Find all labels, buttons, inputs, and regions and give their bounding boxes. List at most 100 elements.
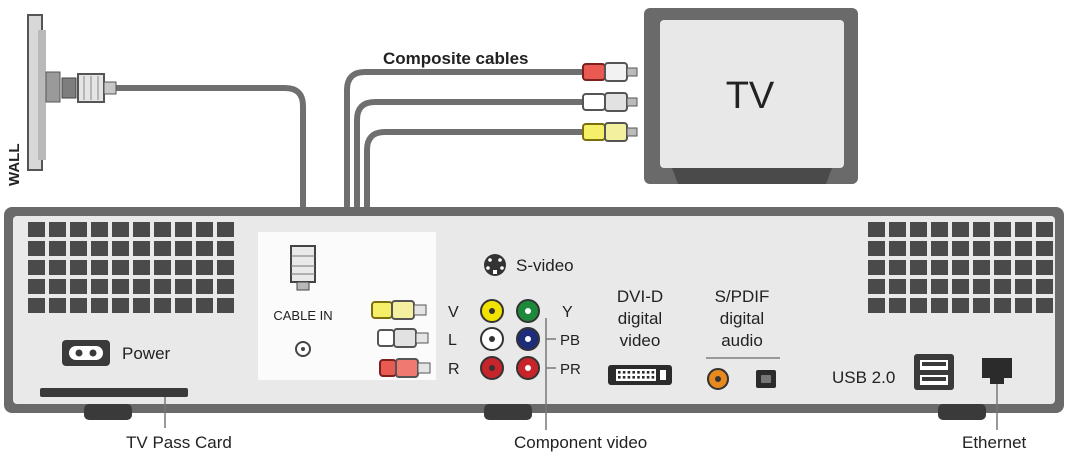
dvi-pin [642,371,645,374]
vent-slot [70,260,87,275]
vent-slot [112,222,129,237]
vent-slot [196,222,213,237]
vent-slot [196,260,213,275]
vent-slot [952,298,969,313]
dvi-label-line1: DVI-D [617,287,663,306]
vent-slot [868,260,885,275]
vent-slot [154,298,171,313]
vent-slot [112,279,129,294]
rca-plug-red [582,62,638,82]
dvi-pin [622,371,626,374]
vent-slot [910,260,927,275]
dvi-pin [618,376,621,379]
rca-plug-white [582,92,638,112]
vent-slot [154,260,171,275]
dvi-pin [642,376,645,379]
box-feet [84,404,986,420]
vent-slot [70,222,87,237]
dvi-pin [632,376,635,379]
vent-slot [994,298,1011,313]
vent-slot [175,222,192,237]
dvi-pin [637,376,640,379]
vent-slot [112,260,129,275]
vent-slot [952,260,969,275]
vent-slot [49,279,66,294]
vent-slot [49,260,66,275]
vent-slot [112,298,129,313]
vent-slot [1015,298,1032,313]
dvi-pin [618,371,621,374]
power-port [62,340,110,366]
vent-slot [910,222,927,237]
vent-slot [1015,279,1032,294]
vent-slot [91,222,108,237]
vent-slot [910,279,927,294]
dvi-pin [646,376,650,379]
tv-pass-card-slot [40,388,188,397]
wall-label: WALL [6,144,23,187]
vent-slot [889,260,906,275]
dvi-pin [646,371,650,374]
vent-slot [91,298,108,313]
rca-plugs-tv [582,62,638,142]
vent-slot [91,279,108,294]
vent-slot [70,279,87,294]
vent-slot [1036,298,1053,313]
vent-slot [889,222,906,237]
vent-slot [196,279,213,294]
vent-slot [91,241,108,256]
vent-slot [133,260,150,275]
coax-plug-wall [61,73,117,103]
vent-slot [112,241,129,256]
vent-slot [28,241,45,256]
vent-slot [931,241,948,256]
vent-slot [952,222,969,237]
vent-slot [196,241,213,256]
vent-slot [217,222,234,237]
tv-label: TV [726,75,775,117]
composite-cables-label: Composite cables [383,49,529,68]
usb-label: USB 2.0 [832,368,895,387]
vent-slot [49,298,66,313]
vent-slot [154,279,171,294]
dvi-port [608,365,672,385]
component-video-label: Component video [514,433,647,452]
component-pr-label: PR [560,361,581,378]
vent-slot [1015,260,1032,275]
vent-slot [1036,260,1053,275]
component-pb-label: PB [560,332,580,349]
wall: WALL [6,14,61,187]
composite-jacks [480,299,504,380]
vent-slot [994,260,1011,275]
dvi-pin [622,376,626,379]
vent-slot [931,222,948,237]
vent-slot [175,260,192,275]
vent-slot [28,260,45,275]
vent-slot [154,222,171,237]
s-video-label: S-video [516,256,574,275]
vent-slot [1015,241,1032,256]
coax-cable [107,85,306,253]
vent-slot [133,279,150,294]
vent-slot [1036,222,1053,237]
vent-slot [1036,279,1053,294]
vent-slot [28,298,45,313]
vent-slot [910,241,927,256]
vent-slot [196,298,213,313]
rca-plug-box-white [377,328,429,348]
vent-slot [868,298,885,313]
vent-slot [28,279,45,294]
vent-slot [133,222,150,237]
dvi-label-line2: digital [618,309,662,328]
spdif-label-line2: digital [720,309,764,328]
spdif-optical-port [756,370,776,388]
spdif-label-line3: audio [721,331,763,350]
vent-slot [868,279,885,294]
vent-slot [133,241,150,256]
component-y-label: Y [562,304,573,321]
vent-slot [889,298,906,313]
dvi-pin [651,371,655,374]
right-vent-grid [868,222,1053,313]
vent-slot [889,279,906,294]
